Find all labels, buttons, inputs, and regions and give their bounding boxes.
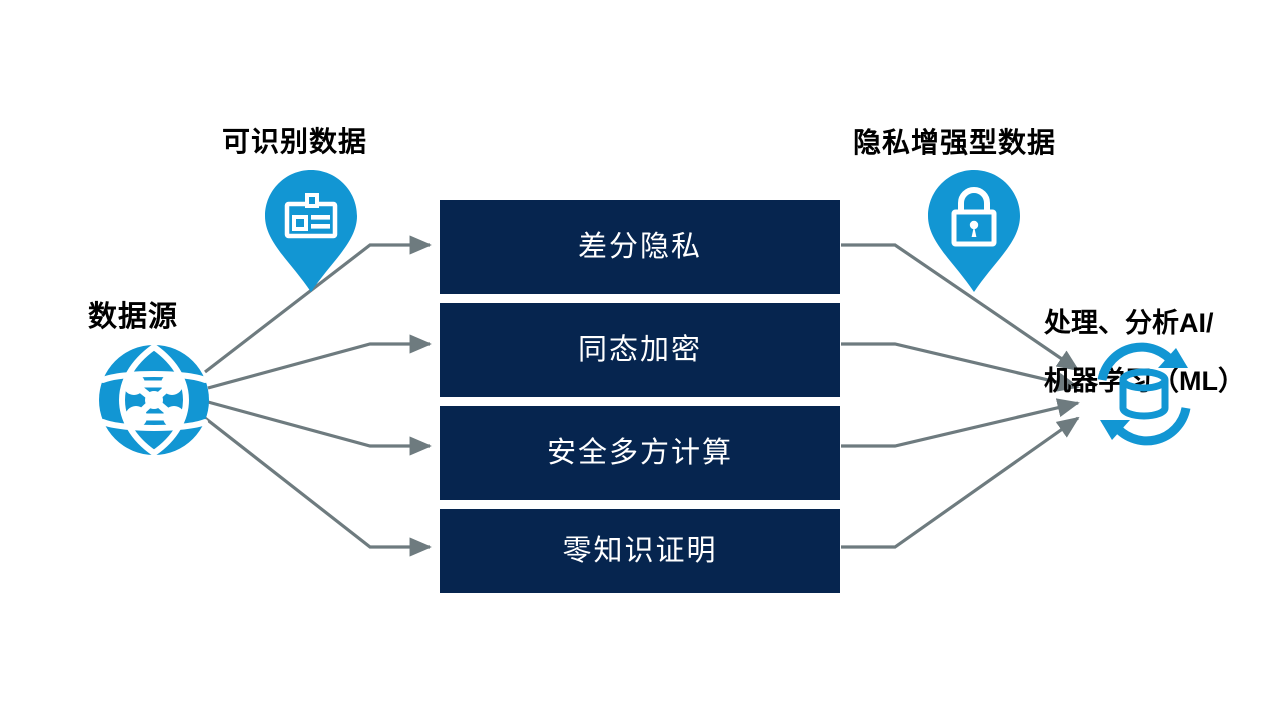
pipeline-box-label: 同态加密 bbox=[577, 333, 702, 366]
pipeline-box-differential-privacy[interactable]: 差分隐私 bbox=[440, 200, 840, 294]
pipeline-box-label: 安全多方计算 bbox=[546, 436, 733, 469]
database-refresh-icon bbox=[1088, 338, 1200, 450]
id-badge-pin-icon bbox=[265, 170, 357, 292]
pipeline-box-zero-knowledge-proof[interactable]: 零知识证明 bbox=[440, 509, 840, 593]
arrow-box-3-to-processing bbox=[841, 416, 1080, 549]
data-source-label: 数据源 bbox=[88, 301, 179, 333]
identifiable-data-label: 可识别数据 bbox=[222, 126, 368, 157]
privacy-enhanced-data-label: 隐私增强型数据 bbox=[853, 127, 1057, 158]
pipeline-box-secure-multiparty-computation[interactable]: 安全多方计算 bbox=[440, 406, 840, 500]
pipeline-box-label: 差分隐私 bbox=[577, 230, 702, 263]
arrow-source-to-box-3 bbox=[204, 416, 432, 557]
processing-label-line-1: 处理、分析AI/ bbox=[1044, 308, 1214, 339]
pipeline-box-homomorphic-encryption[interactable]: 同态加密 bbox=[440, 303, 840, 397]
arrow-source-to-box-1 bbox=[207, 334, 432, 390]
arrow-source-to-box-2 bbox=[207, 400, 432, 456]
slide-footer: 14 © 2020 Gartner, Inc. and/or its affil… bbox=[0, 660, 1280, 720]
lock-pin-icon bbox=[928, 170, 1020, 292]
pipeline-box-label: 零知识证明 bbox=[562, 534, 718, 567]
network-globe-icon bbox=[96, 344, 212, 456]
